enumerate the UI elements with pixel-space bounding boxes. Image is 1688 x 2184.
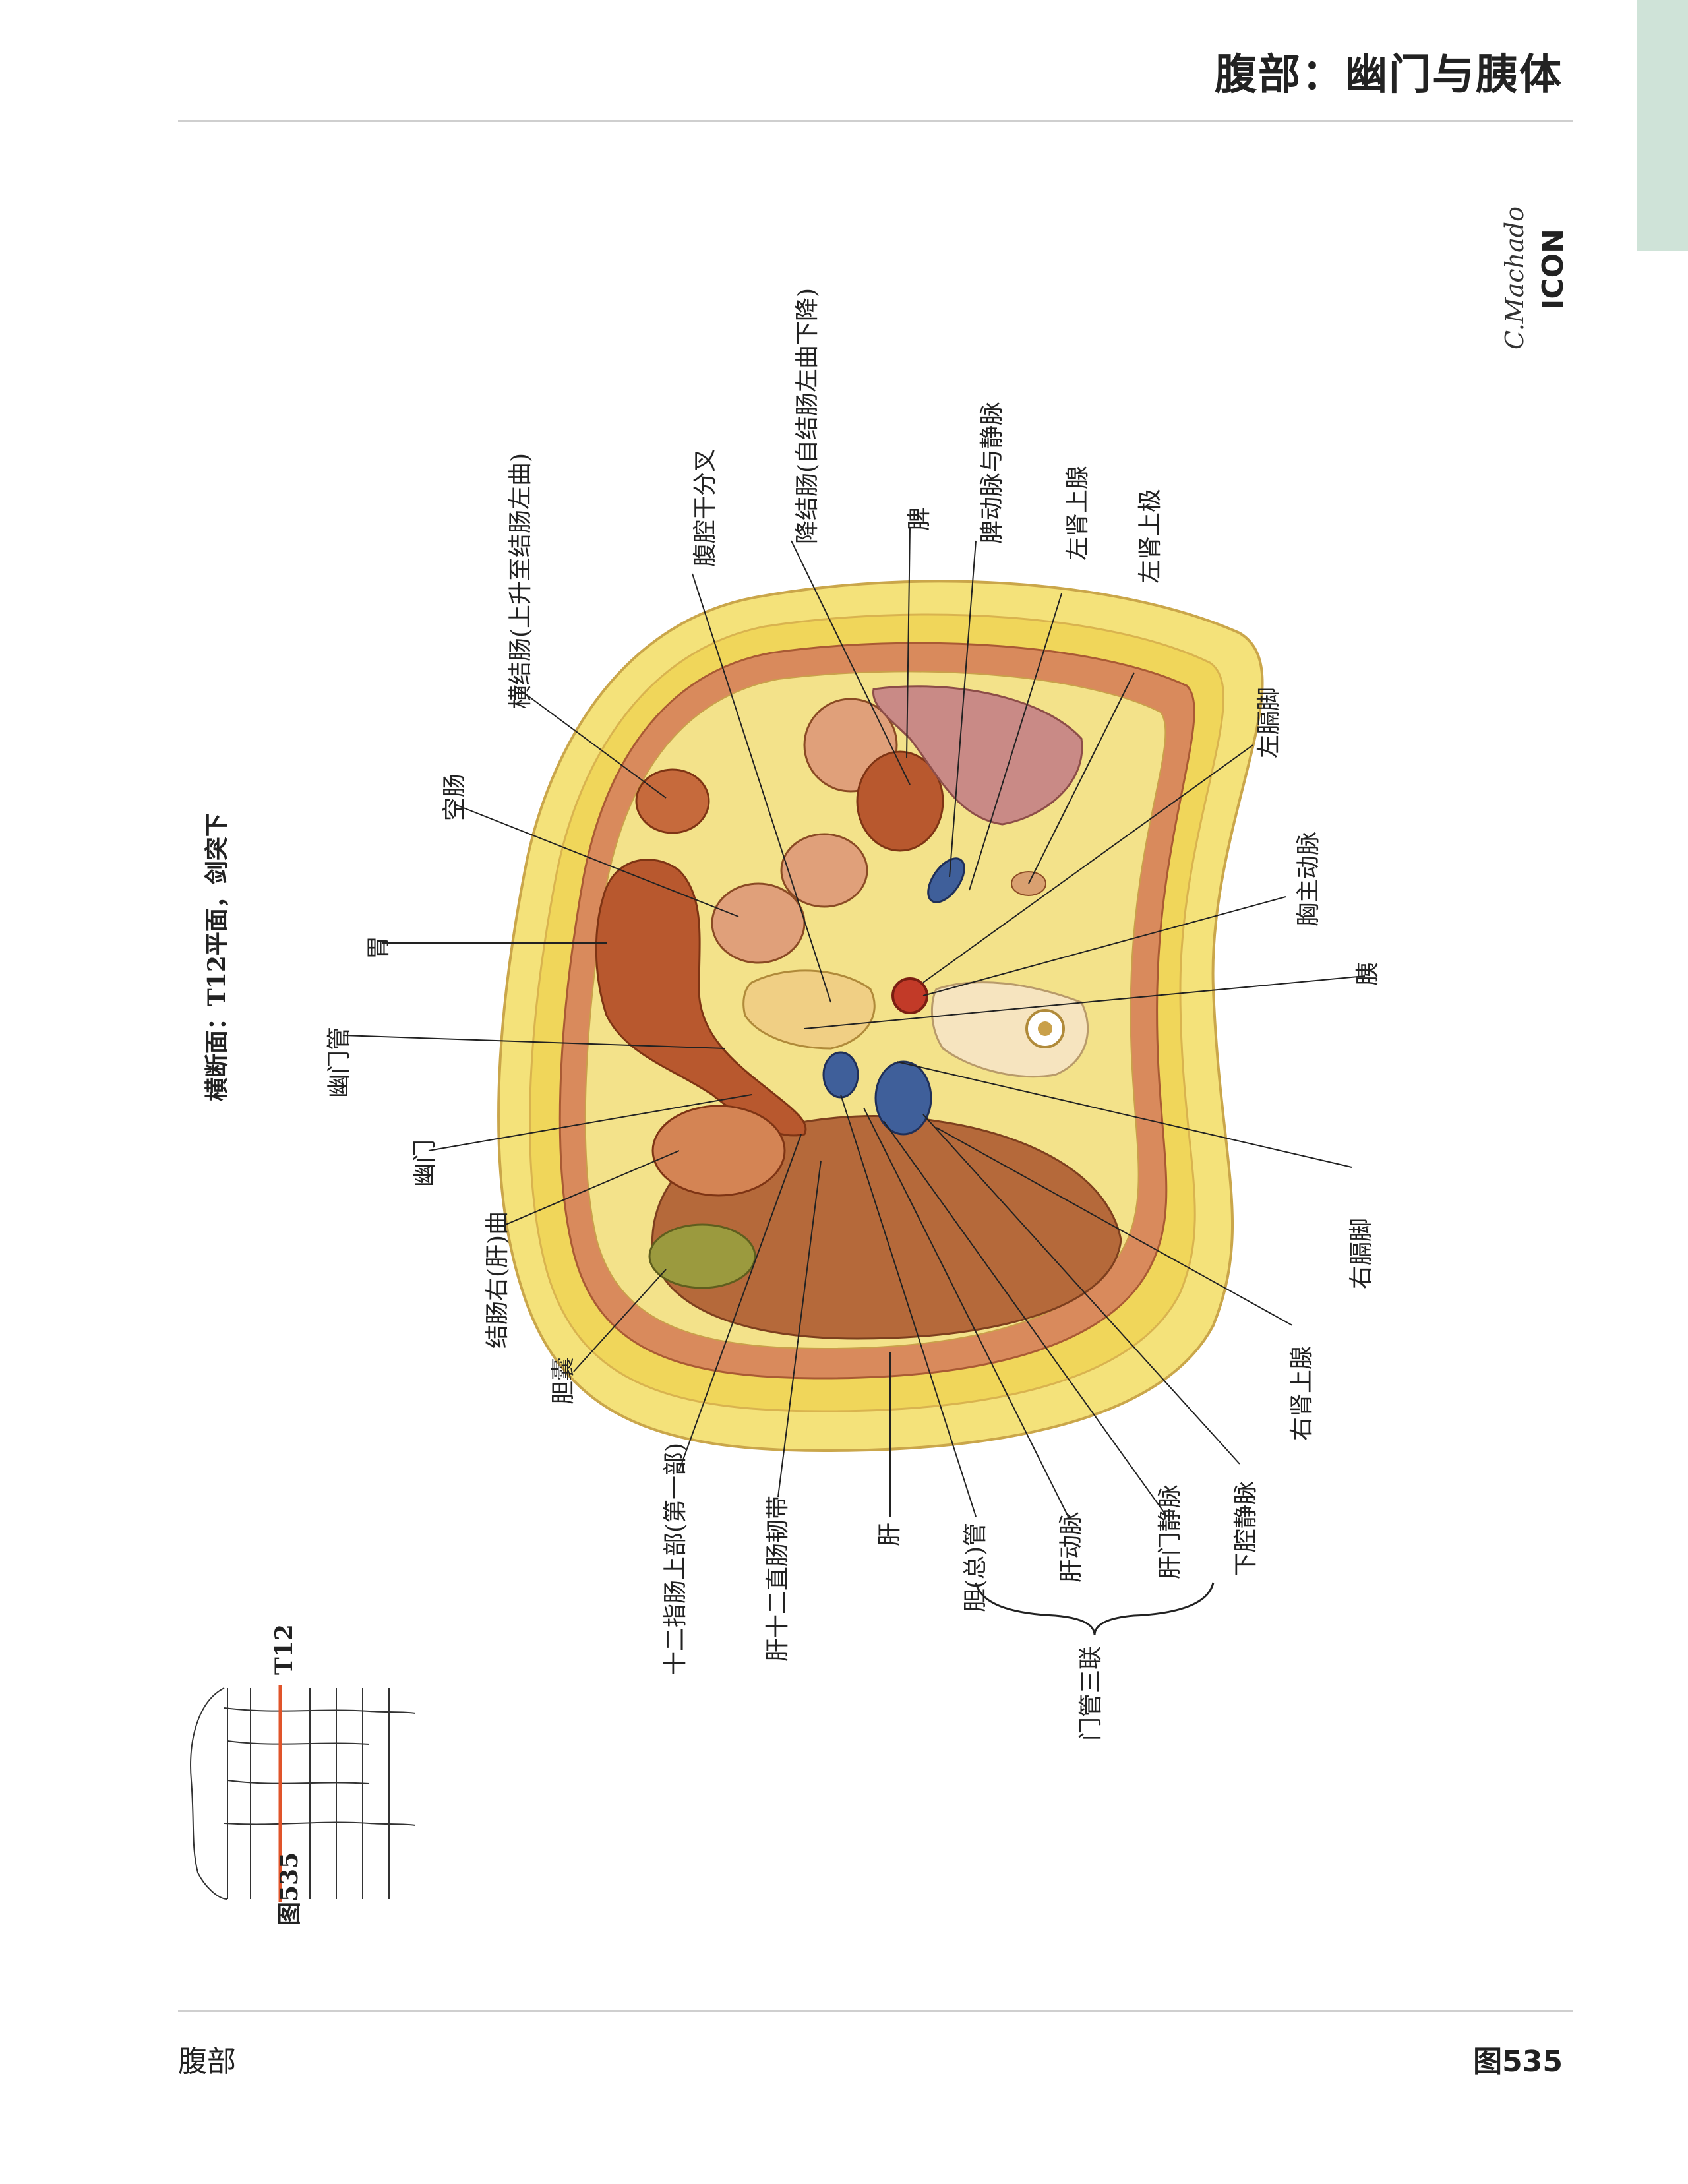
label-left-adrenal: 左肾上腺 bbox=[1064, 465, 1091, 561]
label-left-crus: 左膈脚 bbox=[1255, 686, 1282, 758]
label-descending-colon: 降结肠(自结肠左曲下降) bbox=[794, 288, 821, 544]
label-ivc: 下腔静脉 bbox=[1232, 1480, 1259, 1576]
label-pyloric-canal: 幽门管 bbox=[326, 1026, 353, 1098]
label-right-adrenal: 右肾上腺 bbox=[1288, 1345, 1315, 1441]
label-gallbladder: 胆囊 bbox=[550, 1356, 577, 1405]
label-thoracic-aorta: 胸主动脉 bbox=[1295, 831, 1322, 926]
label-pancreas: 胰 bbox=[1354, 961, 1381, 986]
label-portal-triad: 门管三联 bbox=[1077, 1645, 1104, 1741]
label-splenic-vessels: 脾动脉与静脉 bbox=[979, 401, 1006, 544]
label-celiac-trunk: 腹腔干分叉 bbox=[692, 448, 719, 567]
portal-vein bbox=[822, 1051, 859, 1099]
label-hepatoduodenal-ligament: 肝十二直肠韧带 bbox=[764, 1495, 791, 1662]
artist-signature: C.Machado bbox=[1500, 206, 1529, 349]
footer-figure-number: 图535 bbox=[1473, 2045, 1563, 2078]
label-left-kidney-upper-pole: 左肾上极 bbox=[1137, 488, 1164, 584]
level-inset bbox=[190, 1687, 416, 1900]
pancreas bbox=[742, 969, 876, 1050]
label-right-colic-flexure: 结肠右(肝)曲 bbox=[484, 1211, 511, 1349]
inset-level-label: T12 bbox=[270, 1624, 298, 1675]
label-duodenum-superior: 十二指肠上部(第一部) bbox=[662, 1442, 689, 1675]
footer-section: 腹部 bbox=[178, 2045, 236, 2078]
page-header: 腹部：幽门与胰体 bbox=[0, 0, 1688, 125]
publisher-logo: ICON bbox=[1536, 229, 1570, 310]
header-divider bbox=[178, 120, 1573, 122]
label-jejunum: 空肠 bbox=[441, 773, 468, 821]
splenic-vein bbox=[927, 857, 965, 903]
aorta bbox=[891, 977, 928, 1014]
gallbladder bbox=[648, 1223, 756, 1289]
jejunum-loop bbox=[711, 882, 806, 964]
jejunum-loop-2 bbox=[780, 833, 868, 908]
label-right-crus: 右膈脚 bbox=[1348, 1217, 1375, 1289]
portal-triad-brace bbox=[975, 1582, 1215, 1636]
label-liver: 肝 bbox=[876, 1522, 903, 1546]
label-stomach: 胃 bbox=[365, 935, 392, 959]
label-pylorus: 幽门 bbox=[411, 1139, 438, 1187]
transverse-colon bbox=[635, 768, 710, 834]
right-colic-flexure bbox=[651, 1105, 786, 1197]
label-common-bile-duct: 胆(总)管 bbox=[962, 1522, 989, 1612]
stomach bbox=[595, 859, 807, 1137]
ivc bbox=[874, 1060, 932, 1136]
label-spleen: 脾 bbox=[906, 506, 933, 531]
inset-figure-label: 图535 bbox=[276, 1852, 303, 1926]
label-hepatic-artery: 肝动脉 bbox=[1058, 1511, 1085, 1583]
footer-divider bbox=[178, 2010, 1573, 2012]
descending-colon bbox=[856, 750, 944, 852]
page-title: 腹部：幽门与胰体 bbox=[1215, 51, 1563, 100]
chapter-tab bbox=[1637, 0, 1688, 251]
label-transverse-colon: 横结肠(上升至结肠左曲) bbox=[507, 452, 534, 709]
spinal-cord-core bbox=[1038, 1021, 1052, 1036]
label-portal-vein: 肝门静脉 bbox=[1157, 1484, 1184, 1579]
